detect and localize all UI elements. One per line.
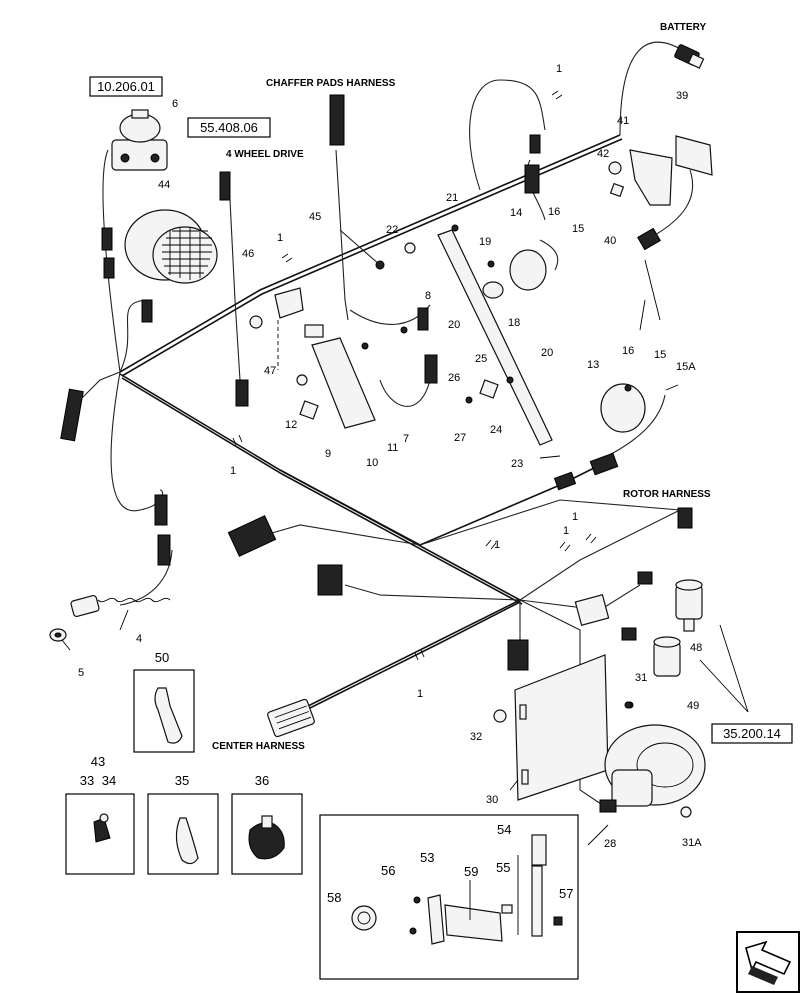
fasteners [361, 242, 693, 709]
part-label: 10 [366, 457, 378, 469]
heading-four-wheel-drive: 4 WHEEL DRIVE [226, 149, 304, 160]
sensor-part-13 [600, 383, 646, 433]
ref-box-55-408-06[interactable]: 55.408.06 [187, 117, 271, 138]
part-label: 48 [690, 642, 702, 654]
ref-label: 35.200.14 [723, 726, 781, 741]
part-label: 40 [604, 235, 616, 247]
part-label: 19 [479, 236, 491, 248]
part-label: 6 [172, 98, 178, 110]
part-label: 15 [572, 223, 584, 235]
part-label: 25 [475, 353, 487, 365]
part-label: 31A [682, 837, 702, 849]
heading-battery: BATTERY [660, 22, 706, 33]
part-label: 1 [563, 525, 569, 537]
part-label: 31 [635, 672, 647, 684]
sensor-part-4 [49, 594, 171, 642]
lamp-part-44 [124, 209, 218, 284]
inset-number: 43 [91, 754, 105, 769]
part-label: 4 [136, 633, 142, 645]
solenoid-part-48 [637, 571, 703, 632]
part-label: 42 [597, 148, 609, 160]
part-label: 26 [448, 372, 460, 384]
solenoid-part-49 [574, 594, 681, 677]
part-label: 23 [511, 458, 523, 470]
part-label: 1 [277, 232, 283, 244]
part-label: 11 [387, 442, 398, 454]
part-label: 49 [687, 700, 699, 712]
part-label: 41 [617, 115, 629, 127]
part-label: 30 [486, 794, 498, 806]
part-label: 27 [454, 432, 466, 444]
part-label: 5 [78, 667, 84, 679]
center-harness-connector [267, 698, 315, 738]
inset-number: 35 [175, 773, 189, 788]
ref-label: 55.408.06 [200, 120, 258, 135]
inset-number: 59 [464, 864, 478, 879]
part-label: 1 [556, 63, 562, 75]
horn-part-6 [111, 109, 168, 171]
part-label: 1 [417, 688, 423, 700]
part-label: 22 [386, 224, 398, 236]
part-label: 15A [676, 361, 696, 373]
part-label: 12 [285, 419, 297, 431]
break-marks [232, 90, 597, 661]
plate-part-30 [493, 654, 634, 801]
part-label: 9 [325, 448, 331, 460]
part-label: 28 [604, 838, 616, 850]
inset-number: 58 [327, 890, 341, 905]
inset-number: 36 [255, 773, 269, 788]
part-label: 8 [425, 290, 431, 302]
part-label: 39 [676, 90, 688, 102]
part-label: 1 [230, 465, 236, 477]
bracket-part-45 [249, 287, 376, 429]
part-label: 32 [470, 731, 482, 743]
part-label: 24 [490, 424, 502, 436]
part-label: 1 [494, 539, 500, 551]
heading-chaffer-pads-harness: CHAFFER PADS HARNESS [266, 78, 396, 89]
ref-box-10-206-01[interactable]: 10.206.01 [89, 76, 163, 97]
inset-number: 33 [80, 773, 94, 788]
inset-number: 57 [559, 886, 573, 901]
ref-label: 10.206.01 [97, 79, 155, 94]
part-label: 21 [446, 192, 458, 204]
battery-connector [674, 44, 705, 69]
part-label: 13 [587, 359, 599, 371]
part-label: 15 [654, 349, 666, 361]
inset-number: 34 [102, 773, 116, 788]
part-label: 46 [242, 248, 254, 260]
part-label: 18 [508, 317, 520, 329]
inset-53-59: 54 53 56 59 55 57 58 [319, 814, 579, 980]
part-label: 20 [448, 319, 460, 331]
part-label: 7 [403, 433, 409, 445]
inset-43: 43 33 34 35 36 [65, 754, 303, 875]
inset-number: 54 [497, 822, 511, 837]
ref-box-35-200-14[interactable]: 35.200.14 [711, 723, 793, 744]
heading-rotor-harness: ROTOR HARNESS [623, 489, 711, 500]
inset-number: 55 [496, 860, 510, 875]
inset-number: 53 [420, 850, 434, 865]
left-connectors [60, 94, 529, 671]
inset-number: 56 [381, 863, 395, 878]
part-label: 14 [510, 207, 522, 219]
part-label: 20 [541, 347, 553, 359]
bracket-part-39 [608, 135, 713, 251]
part-label: 44 [158, 179, 170, 191]
sensor-part-28 [599, 724, 706, 818]
part-label: 1 [572, 511, 578, 523]
inset-50: 50 [133, 650, 195, 753]
part-labels: 1 1 1 1 1 1 1 4 5 6 7 8 9 10 11 12 13 14… [78, 63, 702, 850]
heading-center-harness: CENTER HARNESS [212, 741, 305, 752]
sensor-part-14 [509, 134, 547, 291]
part-label: 16 [548, 206, 560, 218]
next-page-arrow-icon[interactable] [736, 931, 800, 993]
chaffer-pads [437, 224, 553, 446]
part-label: 47 [264, 365, 276, 377]
part-label: 16 [622, 345, 634, 357]
inset-number: 50 [155, 650, 169, 665]
part-label: 45 [309, 211, 321, 223]
leader-lines [61, 259, 749, 846]
